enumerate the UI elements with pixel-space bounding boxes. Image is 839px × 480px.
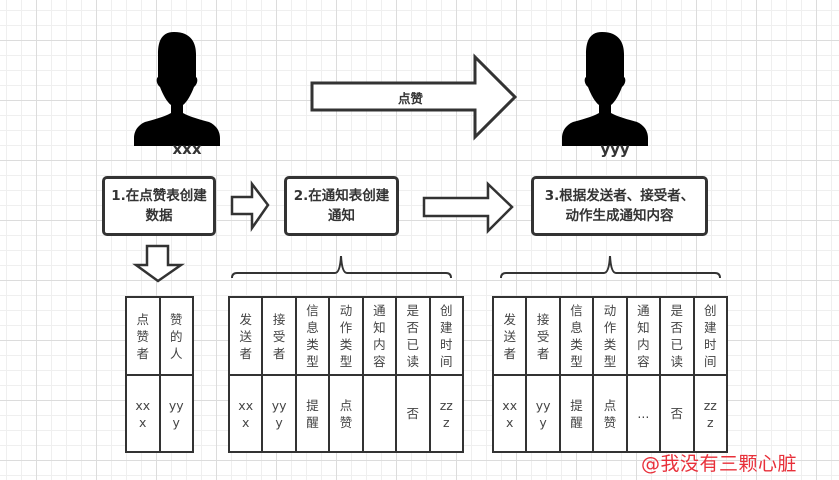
- table-cell: 否: [395, 374, 431, 453]
- generated-notification-table: 发送者 接受者 信息类型 动作类型 通知内容 是否已读 创建时间 xxx yyy 提醒点赞... 否…: [491, 296, 729, 453]
- table-cell: 点赞: [328, 374, 364, 453]
- table-cell: yyy: [261, 374, 297, 453]
- arrow-right-icon: [422, 181, 514, 235]
- table-cell: 提醒: [294, 374, 331, 453]
- column-header: 创建时间: [692, 296, 729, 376]
- sender-name: xxx: [172, 140, 202, 158]
- column-header-label: 是否已读: [670, 303, 684, 369]
- step-2-box: 2.在通知表创建通知: [284, 176, 399, 236]
- table-cell: xxx: [491, 374, 528, 453]
- column-header: 是否已读: [659, 296, 695, 376]
- arrow-down-icon: [132, 244, 185, 283]
- column-header-label: 接受者: [272, 311, 286, 361]
- cell-value: 提醒: [306, 397, 319, 430]
- table-header-row: 发送者 接受者 信息类型 动作类型 通知内容 是否已读 创建时间: [227, 296, 465, 376]
- column-header-label: 通知内容: [637, 303, 650, 369]
- notification-table: 发送者 接受者 信息类型 动作类型 通知内容 是否已读 创建时间 xxx yyy 提醒点赞 否 zzz: [227, 296, 465, 453]
- column-header: 信息类型: [294, 296, 331, 376]
- cell-value: xxx: [502, 397, 518, 430]
- arrow-right-icon: [230, 180, 270, 232]
- column-header-label: 赞的人: [169, 311, 183, 361]
- table-cell: ...: [625, 374, 662, 453]
- step-3-box: 3.根据发送者、接受者、动作生成通知内容: [531, 176, 708, 236]
- cell-value: zzz: [703, 397, 717, 430]
- brace-icon: [231, 255, 452, 279]
- table-cell: xxx: [227, 374, 264, 453]
- table-cell: yyy: [525, 374, 561, 453]
- action-arrow-label: 点赞: [398, 91, 424, 106]
- table-row: xxx yyy: [125, 374, 194, 453]
- column-header: 通知内容: [625, 296, 662, 376]
- table-cell: zzz: [428, 374, 465, 453]
- step-1-box: 1.在点赞表创建数据: [102, 176, 216, 236]
- cell-value: 否: [406, 406, 420, 421]
- column-header: 接受者: [261, 296, 297, 376]
- column-header: 发送者: [491, 296, 528, 376]
- table-cell: yyy: [158, 374, 194, 453]
- cell-value: 提醒: [570, 397, 583, 430]
- column-header: 动作类型: [592, 296, 628, 376]
- column-header-label: 动作类型: [339, 303, 353, 369]
- cell-value: yyy: [168, 397, 184, 430]
- table-cell: [361, 374, 398, 453]
- column-header-label: 点赞者: [136, 311, 149, 361]
- like-table: 点赞者 赞的人 xxx yyy: [125, 296, 194, 453]
- column-header: 是否已读: [395, 296, 431, 376]
- column-header: 赞的人: [158, 296, 194, 376]
- table-row: xxx yyy 提醒点赞... 否 zzz: [491, 374, 729, 453]
- table-cell: 提醒: [558, 374, 595, 453]
- cell-value: 否: [670, 406, 684, 421]
- cell-value: yyy: [271, 397, 287, 430]
- receiver-name: yyy: [600, 140, 630, 158]
- user-silhouette-icon: [134, 32, 220, 146]
- brace-icon: [500, 255, 721, 279]
- step-2-label: 2.在通知表创建通知: [293, 188, 390, 224]
- user-silhouette-icon: [562, 32, 648, 146]
- cell-value: yyy: [535, 397, 551, 430]
- column-header: 发送者: [227, 296, 264, 376]
- column-header-label: 通知内容: [373, 303, 386, 369]
- like-action-arrow: [310, 53, 518, 141]
- table-cell: xxx: [125, 374, 161, 453]
- column-header-label: 创建时间: [704, 303, 717, 369]
- cell-value: xxx: [238, 397, 254, 430]
- column-header: 接受者: [525, 296, 561, 376]
- watermark: @我没有三颗心脏: [641, 453, 798, 475]
- column-header-label: 是否已读: [406, 303, 420, 369]
- table-row: xxx yyy 提醒点赞 否 zzz: [227, 374, 465, 453]
- cell-value: ...: [637, 406, 650, 421]
- column-header-label: 发送者: [239, 311, 252, 361]
- column-header-label: 信息类型: [570, 303, 583, 369]
- column-header: 动作类型: [328, 296, 364, 376]
- column-header-label: 动作类型: [603, 303, 617, 369]
- column-header-label: 发送者: [503, 311, 516, 361]
- cell-value: zzz: [439, 397, 453, 430]
- step-3-label: 3.根据发送者、接受者、动作生成通知内容: [544, 188, 695, 224]
- column-header: 创建时间: [428, 296, 465, 376]
- table-cell: zzz: [692, 374, 729, 453]
- column-header: 通知内容: [361, 296, 398, 376]
- step-1-label: 1.在点赞表创建数据: [111, 188, 207, 224]
- column-header-label: 信息类型: [306, 303, 319, 369]
- table-header-row: 发送者 接受者 信息类型 动作类型 通知内容 是否已读 创建时间: [491, 296, 729, 376]
- cell-value: 点赞: [339, 397, 353, 430]
- cell-value: xxx: [135, 397, 151, 430]
- table-cell: 否: [659, 374, 695, 453]
- column-header-label: 创建时间: [440, 303, 453, 369]
- column-header: 点赞者: [125, 296, 161, 376]
- column-header: 信息类型: [558, 296, 595, 376]
- cell-value: 点赞: [603, 397, 617, 430]
- table-header-row: 点赞者 赞的人: [125, 296, 194, 376]
- column-header-label: 接受者: [536, 311, 550, 361]
- table-cell: 点赞: [592, 374, 628, 453]
